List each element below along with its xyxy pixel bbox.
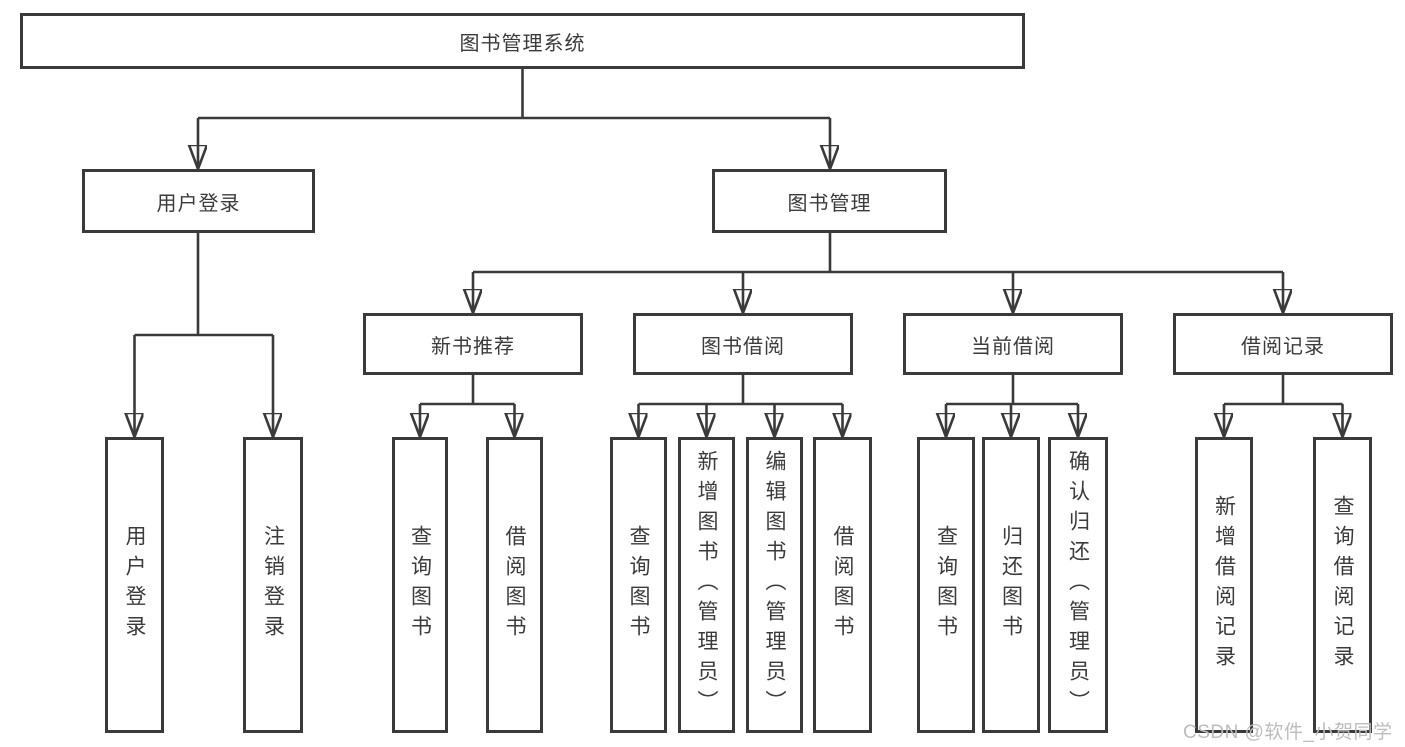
connector-root-to-level2 xyxy=(198,69,830,169)
leaf-borrow-books-recommend: 借阅图书 xyxy=(486,437,543,733)
leaf-label: 编辑图书（管理员） xyxy=(763,450,786,720)
leaf-label: 查询图书 xyxy=(934,525,958,645)
node-label: 图书管理系统 xyxy=(459,32,586,55)
leaf-label: 用户登录 xyxy=(123,525,146,645)
leaf-query-books-borrow: 查询图书 xyxy=(610,437,667,733)
leaf-label: 借阅图书 xyxy=(503,525,526,645)
node-label: 用户登录 xyxy=(156,192,241,215)
leaf-label: 查询图书 xyxy=(627,525,650,645)
connector-mgmt-to-level3 xyxy=(473,233,1283,313)
leaf-label: 新增图书（管理员） xyxy=(695,450,718,720)
leaf-label: 查询图书 xyxy=(408,525,432,645)
node-label: 借阅记录 xyxy=(1241,335,1325,358)
node-borrow-records: 借阅记录 xyxy=(1173,313,1393,375)
connector-recommend-to-leaves xyxy=(420,375,515,437)
node-user-login: 用户登录 xyxy=(82,169,315,233)
node-current-borrow: 当前借阅 xyxy=(903,313,1123,375)
leaf-query-books-current: 查询图书 xyxy=(917,437,975,733)
leaf-add-book-admin: 新增图书（管理员） xyxy=(678,437,735,733)
leaf-borrow-books: 借阅图书 xyxy=(813,437,872,733)
leaf-label: 确认归还（管理员） xyxy=(1066,450,1090,720)
node-label: 图书借阅 xyxy=(701,335,785,358)
leaf-confirm-return-admin: 确认归还（管理员） xyxy=(1048,437,1108,733)
node-new-book-recommend: 新书推荐 xyxy=(363,313,583,375)
connector-records-to-leaves xyxy=(1224,375,1343,437)
csdn-watermark: CSDN @软件_小贺同学 xyxy=(1183,722,1393,743)
leaf-label: 借阅图书 xyxy=(831,525,854,645)
leaf-label: 注销登录 xyxy=(261,525,285,645)
leaf-label: 归还图书 xyxy=(999,525,1023,645)
leaf-add-borrow-record: 新增借阅记录 xyxy=(1195,437,1253,733)
node-book-management: 图书管理 xyxy=(712,169,947,233)
connector-login-to-leaves xyxy=(135,233,274,437)
leaf-return-book: 归还图书 xyxy=(982,437,1040,733)
leaf-query-borrow-record: 查询借阅记录 xyxy=(1313,437,1372,733)
leaf-logout: 注销登录 xyxy=(243,437,303,733)
leaf-edit-book-admin: 编辑图书（管理员） xyxy=(746,437,803,733)
leaf-user-login: 用户登录 xyxy=(105,437,164,733)
node-label: 图书管理 xyxy=(787,192,872,215)
connector-current-to-leaves xyxy=(946,375,1078,437)
node-label: 新书推荐 xyxy=(431,335,515,358)
connector-borrow-to-leaves xyxy=(639,375,843,437)
leaf-label: 新增借阅记录 xyxy=(1212,495,1236,675)
node-library-management-system: 图书管理系统 xyxy=(20,13,1025,69)
leaf-label: 查询借阅记录 xyxy=(1331,495,1354,675)
node-book-borrow: 图书借阅 xyxy=(633,313,853,375)
leaf-query-books-recommend: 查询图书 xyxy=(392,437,448,733)
node-label: 当前借阅 xyxy=(971,335,1055,358)
